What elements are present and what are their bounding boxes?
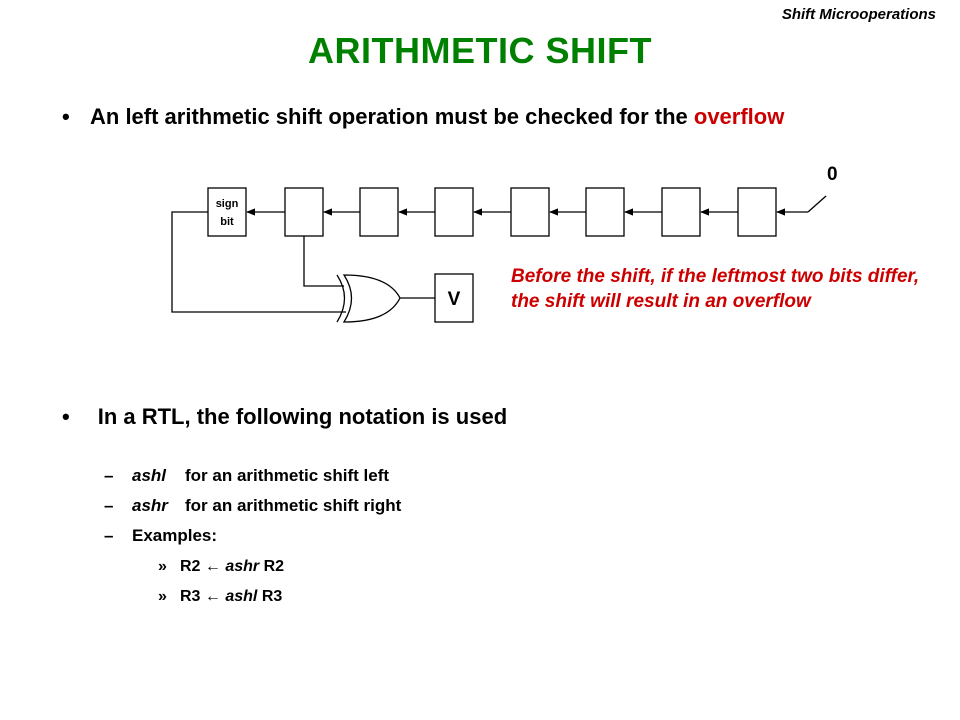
bullet-rtl-notation: • In a RTL, the following notation is use… [62,404,507,430]
register-cell [434,187,474,237]
msb-wire [303,236,344,287]
slide-header: Shift Microoperations [781,6,936,23]
register-cell [661,187,701,237]
notation-item: –ashr for an arithmetic shift right [104,496,401,516]
sign-bit-wire [171,211,346,313]
sign-bit-label: sign [216,198,239,210]
sign-bit-cell [207,187,247,237]
notation-desc: for an arithmetic shift right [185,496,402,515]
example-dest: R2 [180,558,205,575]
example-dest: R3 [180,588,205,605]
notation-item: –ashl for an arithmetic shift left [104,466,389,486]
overflow-register [434,273,474,323]
dash-marker: – [104,496,114,515]
bullet-overflow-check: • An left arithmetic shift operation mus… [62,103,842,131]
sign-bit-label: bit [220,216,234,228]
bullet-text: In a RTL, the following notation is used [97,404,508,429]
bullet-text: An left arithmetic shift operation must … [90,104,694,129]
example-src: R2 [259,558,285,575]
example-marker: » [158,588,167,605]
example-marker: » [158,558,167,575]
example-op: ashr [220,558,260,575]
xor-gate-body [342,274,401,323]
notation-item: –Examples: [104,526,217,546]
notation-desc: for an arithmetic shift left [185,466,390,485]
dash-marker: – [104,526,114,545]
input-zero-label: 0 [827,164,838,185]
example-item: » R3 ← ashl R3 [158,588,282,606]
slide-title: ARITHMETIC SHIFT [308,30,652,71]
bullet-marker: • [62,104,70,129]
notation-desc: Examples: [132,526,218,545]
left-arrow-icon: ← [204,588,221,605]
bullet-marker: • [62,404,70,429]
register-cell [359,187,399,237]
left-arrow-icon: ← [204,558,221,575]
overflow-register-label: V [448,289,461,310]
overflow-note: Before the shift, if the leftmost two bi… [511,266,920,312]
register-cell [510,187,550,237]
xor-gate-back [336,274,346,323]
overflow-highlight: overflow [693,104,785,129]
register-cell [585,187,625,237]
example-op: ashl [220,588,258,605]
register-cell [737,187,777,237]
input-line [807,195,827,213]
notation-keyword: ashr [132,496,168,515]
register-cell [284,187,324,237]
example-src: R3 [257,588,283,605]
notation-keyword: ashl [132,466,167,485]
dash-marker: – [104,466,114,485]
example-item: » R2 ← ashr R2 [158,558,284,576]
